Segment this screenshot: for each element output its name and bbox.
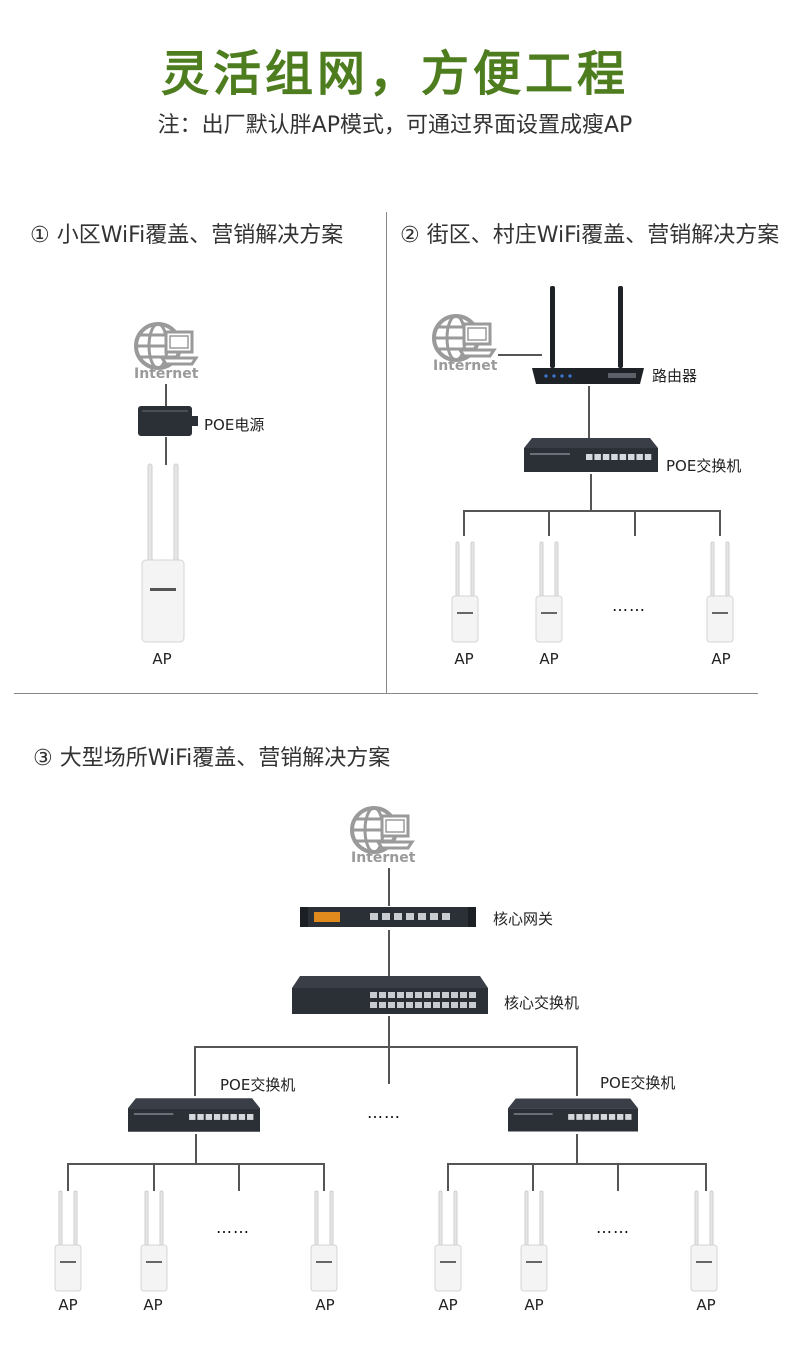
link-line: [195, 1134, 197, 1164]
poe-power-label: POE电源: [204, 416, 265, 434]
access-point-icon: [141, 463, 185, 643]
poe-switch-label: POE交换机: [220, 1076, 296, 1094]
poe-switch-icon: [524, 438, 658, 472]
ellipsis: ……: [216, 1218, 250, 1237]
internet-globe-icon: [432, 314, 497, 362]
link-line: [388, 930, 390, 976]
core-switch-icon: [292, 976, 488, 1014]
link-line: [719, 510, 721, 536]
ap-label: AP: [315, 1296, 335, 1314]
ellipsis: ……: [367, 1103, 401, 1122]
ap-label: AP: [152, 650, 172, 668]
link-line: [323, 1163, 325, 1191]
router-icon: [532, 286, 644, 384]
poe-switch-label: POE交换机: [600, 1074, 676, 1092]
ap-label: AP: [539, 650, 559, 668]
ap-label: AP: [696, 1296, 716, 1314]
internet-label: Internet: [433, 358, 498, 374]
link-line: [463, 510, 465, 536]
poe-switch-label: POE交换机: [666, 457, 742, 475]
ellipsis: ……: [596, 1218, 630, 1237]
core-gateway-icon: [300, 907, 476, 927]
link-line: [576, 1046, 578, 1096]
link-line: [165, 437, 167, 465]
access-point-icon: [54, 1190, 82, 1292]
internet-globe-icon: [350, 806, 415, 854]
access-point-icon: [140, 1190, 168, 1292]
section1-title: ① 小区WiFi覆盖、营销解决方案: [30, 223, 344, 248]
link-line: [532, 1163, 534, 1191]
ap-label: AP: [524, 1296, 544, 1314]
access-point-icon: [451, 541, 479, 643]
bus-line: [67, 1163, 325, 1165]
section2-title: ② 街区、村庄WiFi覆盖、营销解决方案: [400, 223, 780, 248]
link-line: [588, 386, 590, 438]
core-switch-label: 核心交换机: [504, 994, 580, 1012]
link-line: [153, 1163, 155, 1191]
access-point-icon: [535, 541, 563, 643]
bus-line: [447, 1163, 707, 1165]
link-line: [388, 1016, 390, 1084]
page-subtitle: 注：出厂默认胖AP模式，可通过界面设置成瘦AP: [157, 113, 633, 138]
ap-label: AP: [143, 1296, 163, 1314]
link-line: [705, 1163, 707, 1191]
link-line: [67, 1163, 69, 1191]
poe-switch-icon: [508, 1098, 638, 1132]
link-line: [617, 1163, 619, 1191]
ap-label: AP: [454, 650, 474, 668]
section-divider-horizontal: [14, 693, 758, 694]
link-line: [165, 384, 167, 406]
access-point-icon: [434, 1190, 462, 1292]
internet-label: Internet: [351, 850, 416, 866]
link-line: [388, 868, 390, 906]
core-gateway-label: 核心网关: [493, 910, 554, 928]
internet-globe-icon: [134, 322, 199, 370]
access-point-icon: [310, 1190, 338, 1292]
access-point-icon: [706, 541, 734, 643]
ap-label: AP: [58, 1296, 78, 1314]
link-line: [238, 1163, 240, 1191]
link-line: [590, 474, 592, 511]
link-line: [634, 510, 636, 536]
bus-line: [194, 1046, 578, 1048]
link-line: [194, 1046, 196, 1096]
section3-title: ③ 大型场所WiFi覆盖、营销解决方案: [33, 746, 391, 771]
link-line: [576, 1134, 578, 1164]
ap-label: AP: [438, 1296, 458, 1314]
internet-label: Internet: [134, 366, 199, 382]
link-line: [447, 1163, 449, 1191]
poe-switch-icon: [128, 1098, 260, 1132]
access-point-icon: [520, 1190, 548, 1292]
router-label: 路由器: [652, 367, 698, 385]
link-line: [498, 354, 542, 356]
bus-line: [463, 510, 721, 512]
page-title: 灵活组网，方便工程: [160, 46, 629, 102]
ellipsis: ……: [612, 596, 646, 615]
section-divider-vertical: [386, 212, 387, 694]
ap-label: AP: [711, 650, 731, 668]
link-line: [548, 510, 550, 536]
access-point-icon: [690, 1190, 718, 1292]
poe-power-adapter-icon: [138, 406, 198, 436]
